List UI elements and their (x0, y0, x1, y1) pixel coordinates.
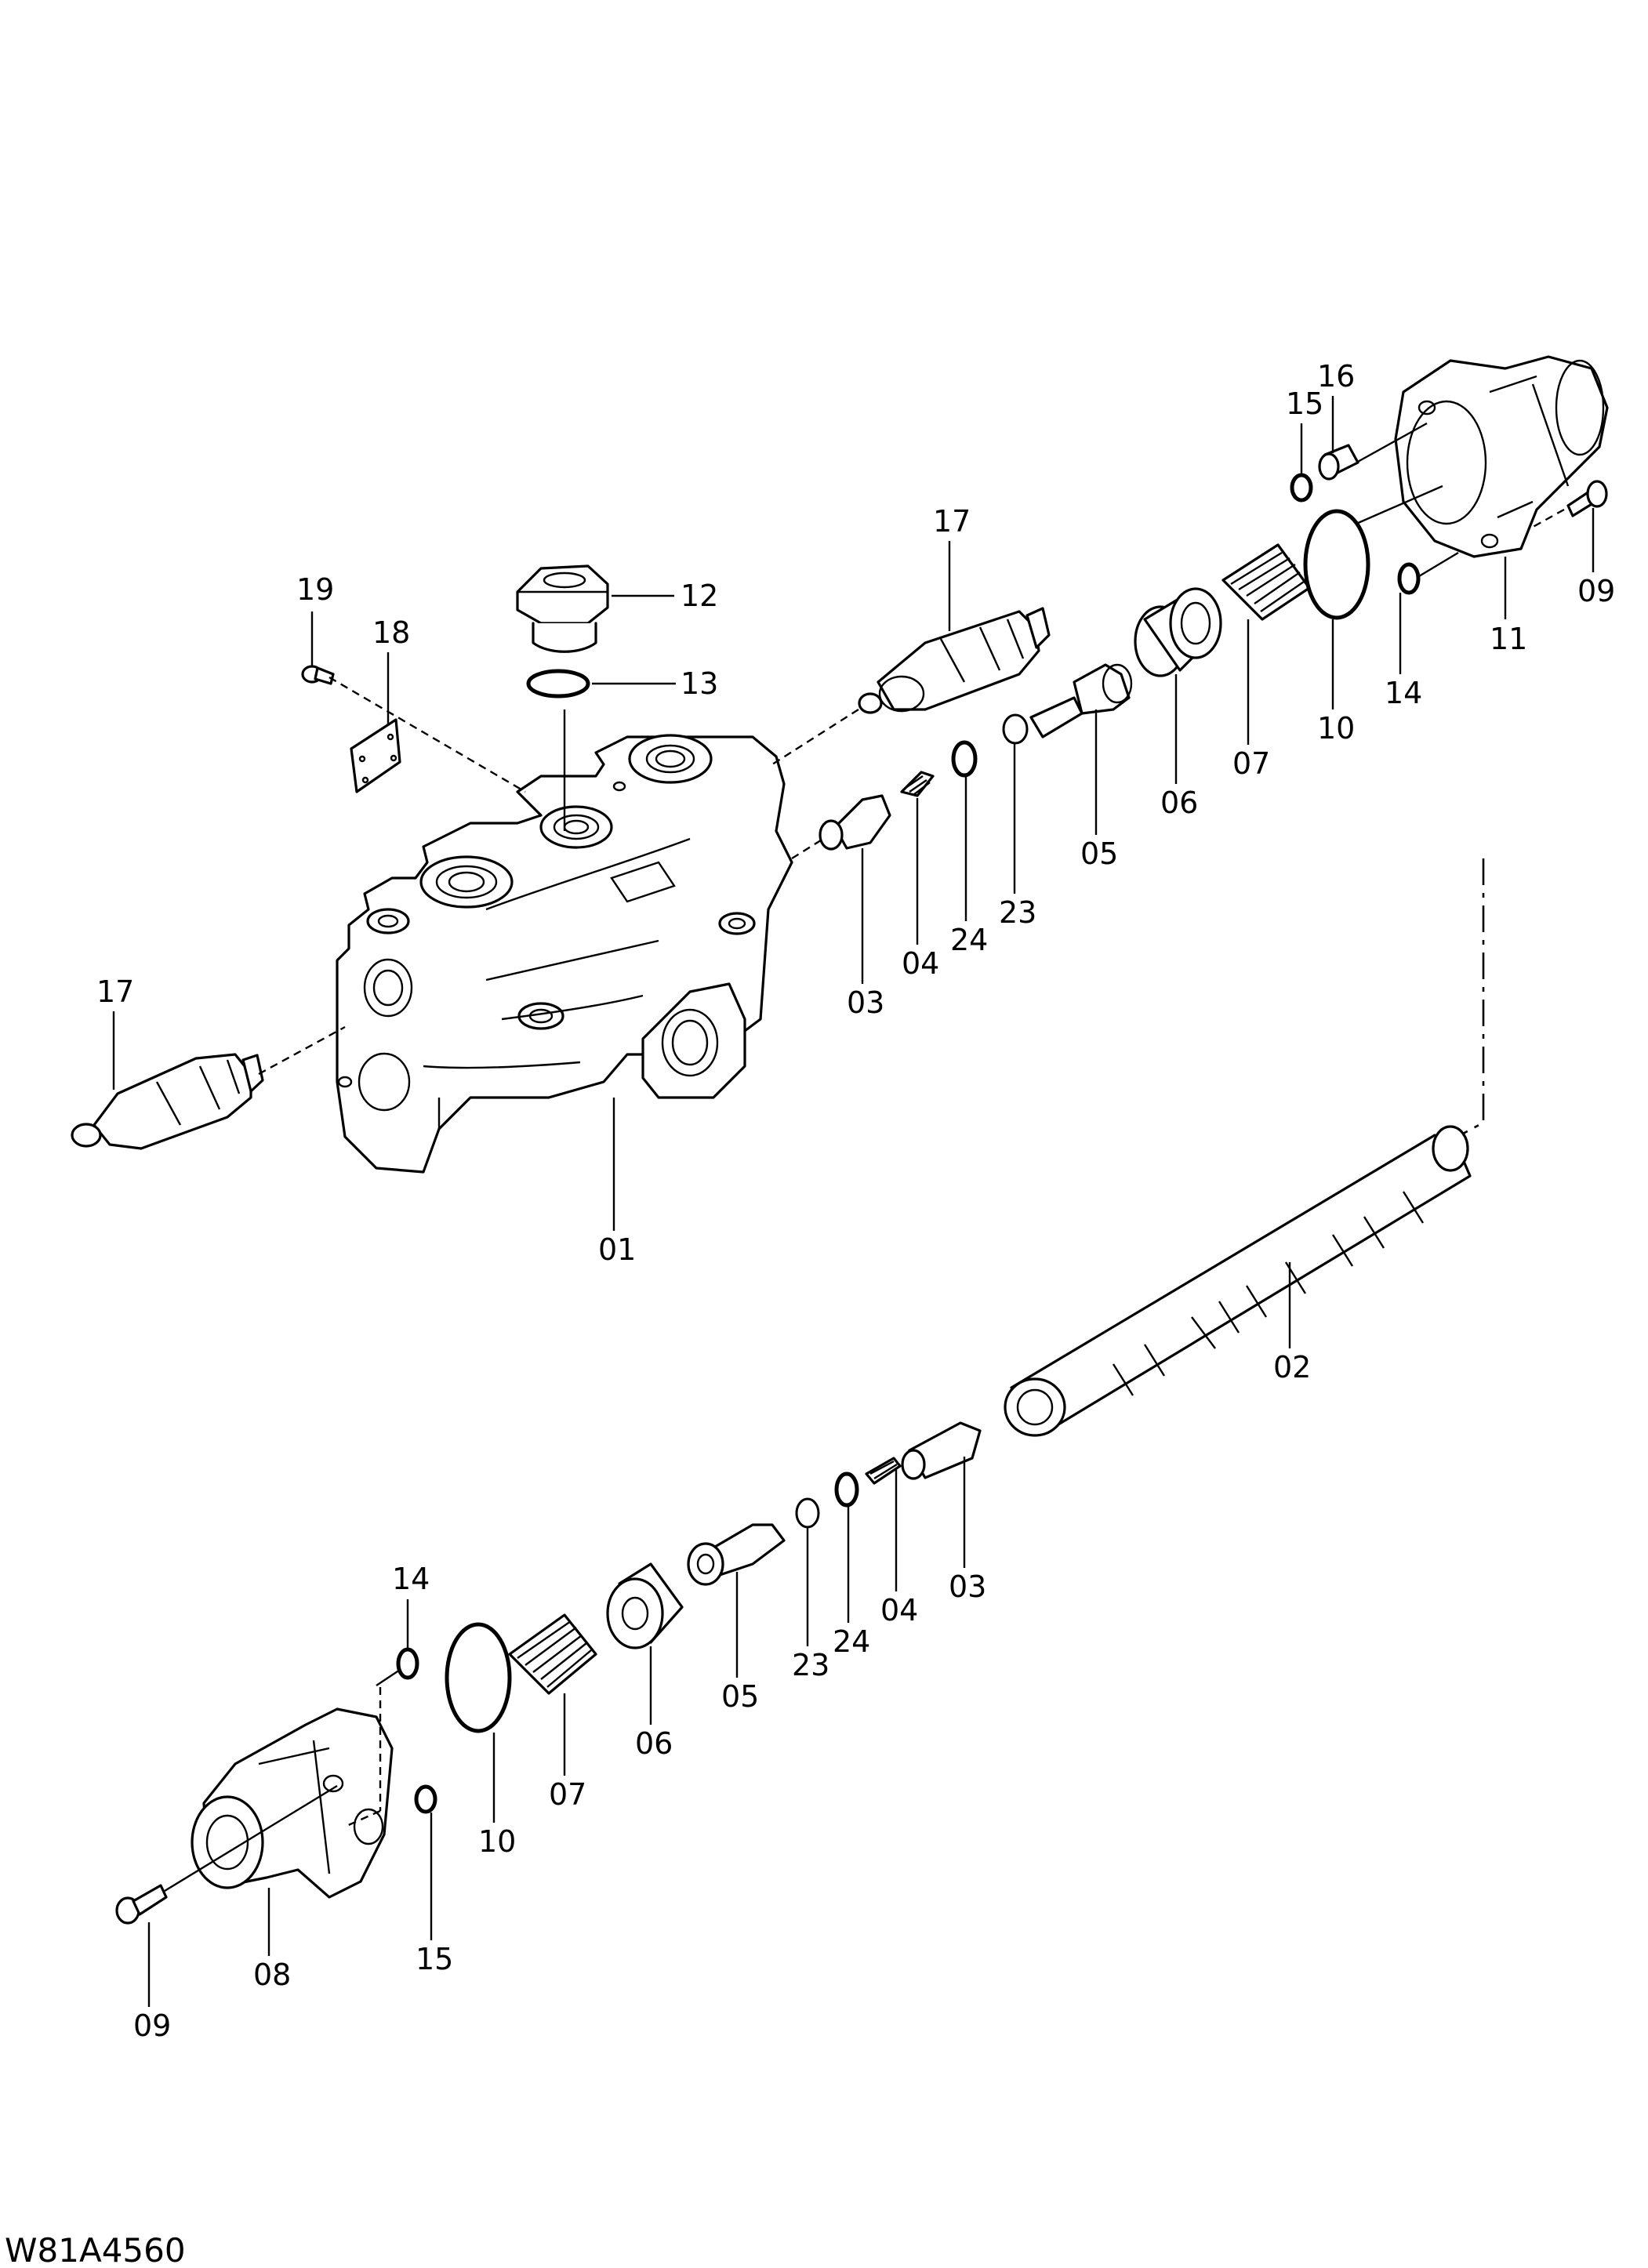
o-ring-14-lower (396, 1647, 419, 1680)
label-24-upper: 24 (950, 923, 988, 957)
end-cover-11 (1394, 355, 1609, 558)
label-16: 16 (1317, 359, 1355, 394)
label-11: 11 (1490, 622, 1527, 656)
ring-24-lower (834, 1471, 859, 1508)
label-05-upper: 05 (1080, 836, 1118, 871)
label-09-lower: 09 (133, 2009, 171, 2043)
cap-06-lower (606, 1562, 684, 1649)
label-06-upper: 06 (1160, 786, 1198, 820)
poppet-05-upper (1029, 663, 1133, 738)
relief-valve-upper (858, 607, 1051, 714)
plate (350, 718, 401, 793)
label-14-lower: 14 (392, 1562, 430, 1596)
screw-09-lower (115, 1884, 168, 1925)
label-04-upper: 04 (902, 946, 939, 981)
cap-06-upper (1134, 587, 1222, 677)
o-ring-15-upper (1290, 473, 1313, 503)
relief-valve-lower (71, 1053, 264, 1150)
ring-23-upper (1002, 713, 1029, 745)
assembly-guide-frame (1454, 858, 1485, 1140)
leader-lines (112, 396, 1595, 2007)
label-23-upper: 23 (999, 895, 1036, 930)
plug (516, 564, 609, 653)
plug-16 (1318, 444, 1359, 481)
label-17-lower: 17 (96, 974, 134, 1009)
poppet-05-lower (687, 1523, 786, 1586)
label-06-lower: 06 (635, 1726, 673, 1761)
label-14-upper: 14 (1385, 676, 1422, 710)
label-15-lower: 15 (416, 1942, 453, 1976)
label-10-lower: 10 (478, 1824, 516, 1859)
end-cover-08 (191, 1707, 394, 1899)
valve-housing (336, 734, 793, 1174)
piston-03-lower (901, 1421, 982, 1480)
o-ring-15-lower (414, 1784, 437, 1814)
label-03-lower: 03 (949, 1569, 986, 1604)
label-03-upper: 03 (847, 985, 884, 1020)
label-12: 12 (681, 579, 718, 613)
part-labels: 12 13 18 19 17 17 01 02 03 04 24 23 05 0… (96, 359, 1615, 2043)
label-09-upper: 09 (1577, 574, 1615, 608)
label-24-lower: 24 (833, 1624, 870, 1659)
o-ring-10-upper (1303, 509, 1370, 620)
label-01: 01 (598, 1232, 636, 1267)
label-17-upper: 17 (933, 504, 971, 539)
label-07-upper: 07 (1232, 746, 1270, 781)
spool (1004, 1125, 1472, 1437)
spring-04-upper (900, 771, 935, 797)
label-04-lower: 04 (880, 1593, 918, 1628)
label-15-upper: 15 (1286, 386, 1323, 421)
o-ring-13 (526, 669, 590, 699)
ring-24-upper (951, 740, 978, 778)
label-02: 02 (1273, 1350, 1311, 1384)
drawing-code: W81A4560 (5, 2231, 186, 2268)
label-13: 13 (681, 666, 718, 701)
label-05-lower: 05 (721, 1679, 759, 1714)
label-19: 19 (296, 572, 334, 607)
label-23-lower: 23 (792, 1648, 829, 1682)
spring-04-lower (865, 1457, 902, 1485)
o-ring-14-upper (1397, 562, 1421, 595)
label-18: 18 (372, 615, 410, 650)
ring-23-lower (795, 1497, 820, 1529)
screw-19 (301, 665, 335, 685)
screw-09-upper (1566, 480, 1608, 517)
spring-07-upper (1221, 543, 1311, 621)
piston-03-upper (819, 794, 891, 851)
label-07-lower: 07 (549, 1777, 586, 1812)
o-ring-10-lower (445, 1622, 512, 1733)
label-08: 08 (253, 1958, 291, 1992)
spring-07-lower (508, 1613, 597, 1695)
label-10-upper-text: 10 (1317, 711, 1355, 746)
